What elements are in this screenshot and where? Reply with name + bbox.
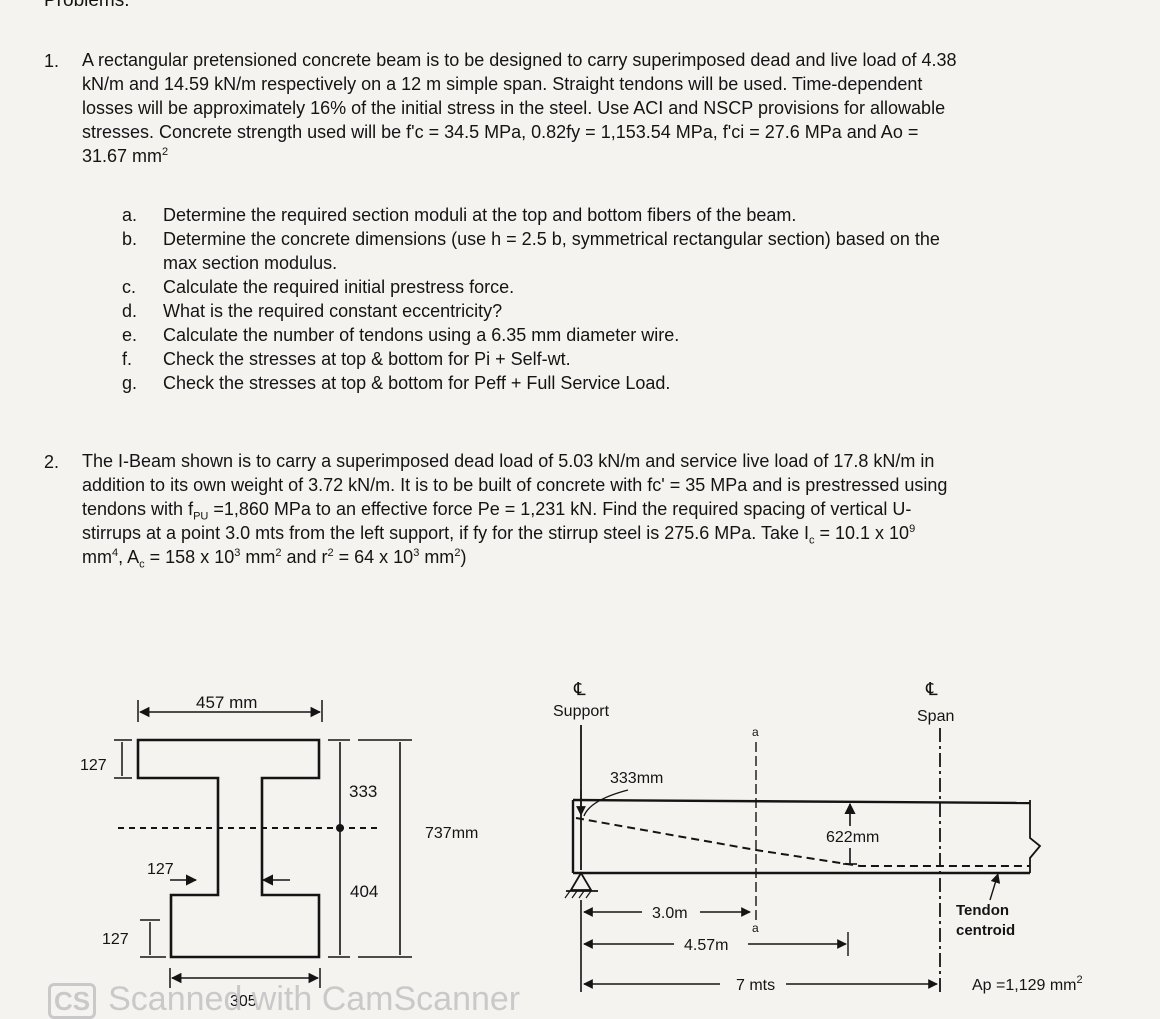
p1-line-1: A rectangular pretensioned concrete beam… <box>82 50 957 70</box>
tendon-label-1: Tendon <box>956 902 1009 919</box>
drop-label: 622mm <box>826 829 879 846</box>
problem-1-statement: A rectangular pretensioned concrete beam… <box>82 48 1116 168</box>
area-label: Ap =1,129 mm2 <box>972 974 1083 994</box>
pin-support-icon <box>569 871 593 891</box>
p2-line-5: mm4, Ac = 158 x 103 mm2 and r2 = 64 x 10… <box>82 547 467 571</box>
dim-bottom-width: 305 <box>230 993 257 1009</box>
cl-span-symbol: ℄ <box>925 679 938 699</box>
dim-bottom-flange: 127 <box>102 931 129 948</box>
offset-label: 333mm <box>610 770 663 787</box>
p2-line-2: addition to its own weight of 3.72 kN/m.… <box>82 475 948 495</box>
p2-line-4: stirrups at a point 3.0 mts from the lef… <box>82 523 916 547</box>
span-label: Span <box>917 708 954 725</box>
camscanner-logo-icon: CS <box>48 983 97 1019</box>
ao-exponent: 2 <box>162 146 169 158</box>
dim-457m: 4.57m <box>684 937 728 954</box>
dim-lower-depth: 404 <box>350 882 378 901</box>
problem-2-number: 2. <box>44 452 60 472</box>
page-header: Problems: <box>44 0 130 11</box>
problem-2-statement: The I-Beam shown is to carry a superimpo… <box>82 449 1126 571</box>
beam-elevation-drawing: ℄ Support ℄ Span a a 333mm 622mm <box>553 679 1083 994</box>
dim-3m: 3.0m <box>652 905 688 922</box>
p1-line-3: losses will be approximately 16% of the … <box>82 98 946 118</box>
problem-1-number: 1. <box>44 51 60 71</box>
watermark-text: Scanned with CamScanner <box>108 980 521 1018</box>
p1-line-5: 31.67 mm2 <box>82 146 169 166</box>
p1-line-4: stresses. Concrete strength used will be… <box>82 122 919 142</box>
p1-line-2: kN/m and 14.59 kN/m respectively on a 12… <box>82 74 923 94</box>
dim-web-thickness: 127 <box>147 861 174 878</box>
dim-top-width: 457 mm <box>196 693 257 712</box>
camscanner-watermark: CS Scanned with CamScanner <box>48 980 520 1019</box>
p2-line-3: tendons with fPU =1,860 MPa to an effect… <box>82 499 912 523</box>
i-section-outline <box>136 738 321 959</box>
p2-line-1: The I-Beam shown is to carry a superimpo… <box>82 451 935 471</box>
tendon-profile <box>575 817 1030 867</box>
section-mark-bottom: a <box>752 921 759 935</box>
section-mark-top: a <box>752 725 759 739</box>
dim-upper-depth: 333 <box>349 782 377 801</box>
dim-total-depth: 737mm <box>425 825 478 842</box>
i-section-drawing: 457 mm 127 127 127 333 404 737mm 305 <box>80 693 478 1009</box>
cl-support-symbol: ℄ <box>573 679 586 699</box>
dim-top-flange: 127 <box>80 757 107 774</box>
tendon-label-2: centroid <box>956 922 1015 939</box>
dim-7m: 7 mts <box>736 977 775 994</box>
support-label: Support <box>553 703 610 720</box>
